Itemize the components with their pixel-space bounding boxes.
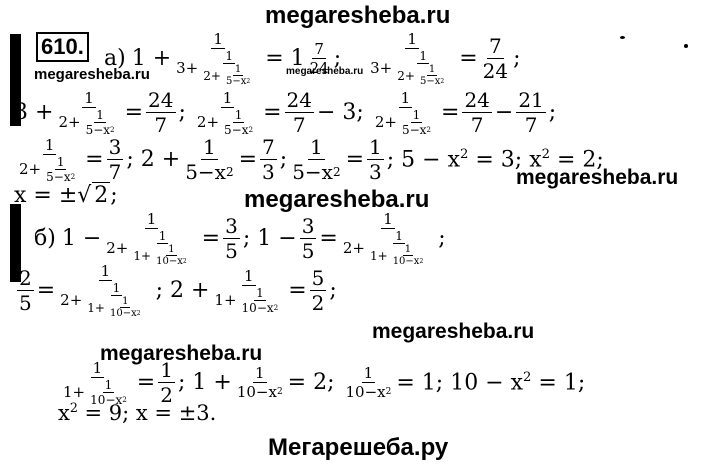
part-label-b: б)	[34, 226, 56, 251]
watermark-middle: megaresheba.ru	[244, 186, 430, 213]
scan-margin-mark	[10, 204, 21, 282]
watermark-low: megaresheba.ru	[100, 342, 263, 365]
watermark-bottom: Мегарешеба.ру	[268, 434, 449, 461]
watermark-small: megaresheba.ru	[286, 66, 364, 77]
scan-margin-mark	[10, 34, 21, 126]
watermark-top: megaresheba.ru	[265, 2, 451, 29]
part-label-a: а)	[104, 46, 126, 71]
scan-speck	[684, 44, 688, 48]
watermark-middle: megaresheba.ru	[372, 320, 535, 343]
watermark-small: megaresheba.ru	[34, 66, 150, 83]
watermark-right: megaresheba.ru	[516, 166, 679, 189]
problem-number: 610.	[36, 32, 89, 62]
scan-speck	[620, 36, 625, 39]
equation-line-4: x = ±√2;	[14, 182, 118, 208]
equation-line-8: x2 = 9; x = ±3.	[58, 400, 217, 425]
